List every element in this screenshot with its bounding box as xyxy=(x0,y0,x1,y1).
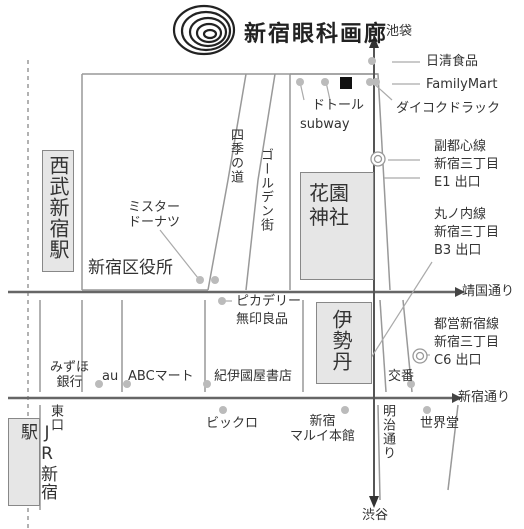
sekaido-label: 世界堂 xyxy=(420,416,460,431)
leader-lines xyxy=(159,61,433,373)
street-grid xyxy=(39,73,459,510)
shinjuku-road-label: 新宿通り xyxy=(458,390,511,405)
goldengai-label: ゴールデン街 xyxy=(258,148,273,232)
daikoku-label: ダイコクドラック xyxy=(396,101,501,116)
seibu-station: 西武新宿駅 xyxy=(42,150,74,272)
jr-east-exit-label: 東口 xyxy=(48,404,63,432)
meiji-road-label: 明治通り xyxy=(380,404,395,460)
yasukuni-label: 靖国通り xyxy=(462,284,515,299)
isetan-label: 伊勢丹 xyxy=(329,309,353,372)
seibu-station-label: 西武新宿駅 xyxy=(46,155,70,260)
jr-station-label: JR新宿駅 xyxy=(17,423,57,501)
piccadilly-label: ピカデリー xyxy=(236,294,302,309)
hanazono-label: 花園神社 xyxy=(309,181,349,229)
familymart-label: FamilyMart xyxy=(426,77,498,92)
isetan: 伊勢丹 xyxy=(316,302,372,384)
ikebukuro-label: 池袋 xyxy=(386,24,413,39)
kinokuniya-label: 紀伊國屋書店 xyxy=(214,369,293,384)
mizuho-label: みずほ銀行 xyxy=(50,360,90,390)
hanazono-shrine: 花園神社 xyxy=(300,172,374,280)
gallery-name: 新宿眼科画廊 xyxy=(244,21,389,47)
koban-label: 交番 xyxy=(388,369,415,384)
marui-label: 新宿マルイ本館 xyxy=(290,414,356,444)
doutor-label: ドトール xyxy=(312,98,365,113)
arrow-down-icon xyxy=(369,496,379,508)
jr-station: JR新宿駅 xyxy=(8,418,57,506)
kuyakusho-label: 新宿区役所 xyxy=(88,258,173,278)
misterdonut-label: ミスタードーナツ xyxy=(128,200,181,230)
au-label: au xyxy=(102,369,119,384)
shibuya-label: 渋谷 xyxy=(362,508,389,523)
gallery-marker xyxy=(340,77,352,89)
bic-label: ビックロ xyxy=(206,416,259,431)
arrow-up-icon xyxy=(369,36,379,48)
shikinomichi-label: 四季の道 xyxy=(228,128,243,184)
subway-label: subway xyxy=(300,117,350,132)
nisshin-label: 日清食品 xyxy=(426,54,479,69)
poi-markers xyxy=(95,57,431,414)
gallery-logo-icon xyxy=(172,4,236,56)
abc-label: ABCマート xyxy=(128,369,194,384)
muji-label: 無印良品 xyxy=(236,312,289,327)
